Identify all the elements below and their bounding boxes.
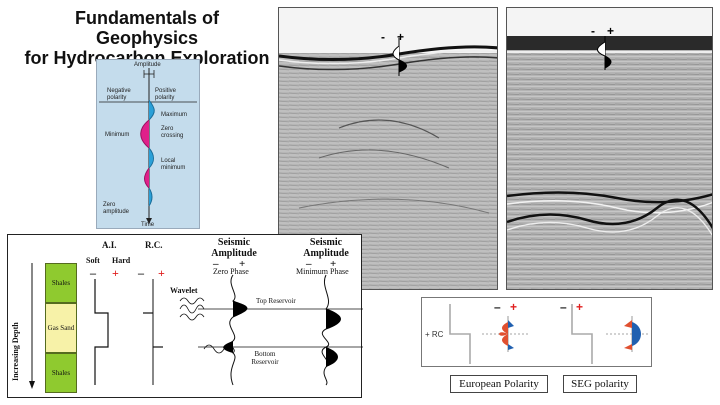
seismic-section-right: - +: [506, 7, 713, 290]
slide-title: Fundamentals of Geophysics for Hydrocarb…: [22, 8, 272, 68]
seg-minus: –: [560, 300, 567, 314]
layer-gas-sand: Gas Sand: [45, 303, 77, 353]
seismic-left-plus: +: [397, 30, 405, 44]
negative-polarity-label: Negative polarity: [107, 88, 131, 101]
bottom-reservoir-label: Bottom Reservoir: [251, 350, 279, 366]
wavelet-anatomy-figure: Amplitude Negative polarity Positive pol…: [96, 59, 200, 229]
polarity-convention-panel: + RC – + – +: [421, 297, 652, 367]
seismic-amplitude-min-header: Seismic Amplitude: [303, 237, 349, 259]
wavelet-label: Wavelet: [170, 286, 198, 295]
local-minimum-label: Local minimum: [161, 158, 186, 171]
european-polarity-caption: European Polarity: [450, 375, 548, 393]
maximum-label: Maximum: [161, 112, 188, 118]
reflection-diagram-drawing: [29, 263, 363, 389]
wavelet-anatomy-drawing: [99, 68, 197, 224]
seismic-section-right-drawing: [507, 8, 712, 289]
title-line-2: for Hydrocarbon Exploration: [24, 48, 270, 68]
seismic-right-plus: +: [607, 24, 615, 38]
zero-amplitude-label: Zero amplitude: [103, 202, 130, 215]
zero-phase-label: Zero Phase: [213, 267, 249, 276]
ai-plus: +: [112, 266, 119, 280]
min-phase-plus: +: [330, 258, 337, 270]
european-plus: +: [510, 300, 518, 314]
soft-label: Soft: [86, 256, 100, 265]
seg-plus: +: [576, 300, 584, 314]
zero-phase-plus: +: [239, 258, 246, 270]
increasing-depth-label: Increasing Depth: [11, 322, 20, 381]
ai-header: A.I.: [102, 240, 117, 250]
reflection-coefficient-diagram: Shales Gas Sand Shales Increasing Depth …: [7, 234, 363, 398]
seg-polarity-caption: SEG polarity: [563, 375, 637, 393]
layer-shale-lower: Shales: [45, 353, 77, 393]
rc-header: R.C.: [145, 240, 163, 250]
time-label: Time: [141, 222, 155, 228]
rc-minus: –: [138, 266, 144, 280]
polarity-drawing: [449, 304, 650, 364]
minimum-label: Minimum: [105, 132, 130, 138]
hard-label: Hard: [112, 256, 131, 265]
min-phase-minus: –: [306, 258, 312, 270]
seismic-right-minus: -: [591, 24, 595, 38]
seismic-amplitude-zero-header: Seismic Amplitude: [211, 237, 257, 259]
minimum-phase-label: Minimum Phase: [296, 267, 349, 276]
european-minus: –: [494, 300, 501, 314]
zero-phase-minus: –: [213, 258, 219, 270]
title-line-1: Fundamentals of Geophysics: [74, 8, 219, 48]
positive-polarity-label: Positive polarity: [155, 88, 177, 101]
plus-rc-label: + RC: [425, 330, 444, 339]
zero-crossing-label: Zero crossing: [161, 126, 184, 139]
top-reservoir-label: Top Reservoir: [256, 297, 296, 305]
layer-shale-upper: Shales: [45, 263, 77, 303]
seismic-left-minus: -: [381, 30, 385, 44]
ai-minus: –: [90, 266, 96, 280]
amplitude-label: Amplitude: [134, 62, 161, 68]
rc-plus: +: [158, 266, 165, 280]
